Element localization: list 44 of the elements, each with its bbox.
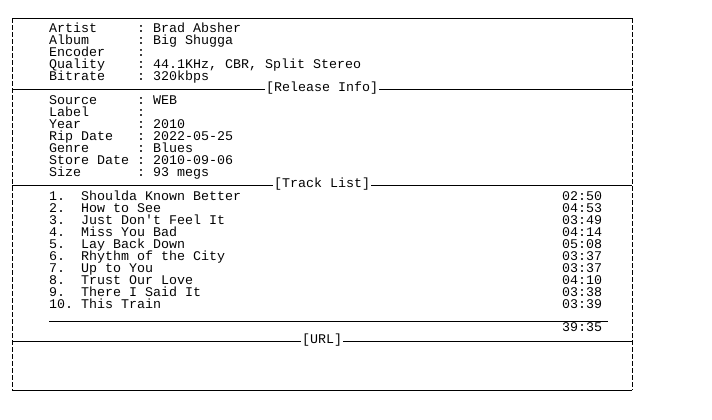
track-title: Rhythm of the City bbox=[81, 252, 225, 264]
field-value: : 44.1KHz, CBR, Split Stereo bbox=[137, 60, 361, 72]
track-number: 1. bbox=[49, 192, 65, 204]
track-number: 5. bbox=[49, 240, 65, 252]
track-title: Shoulda Known Better bbox=[81, 192, 241, 204]
track-number: 8. bbox=[49, 276, 65, 288]
track-number: 3. bbox=[49, 216, 65, 228]
track-duration: 05:08 bbox=[562, 240, 602, 252]
track-number: 2. bbox=[49, 204, 65, 216]
field-value: : WEB bbox=[137, 96, 177, 108]
field-label: Quality bbox=[49, 60, 105, 72]
field-value: : Blues bbox=[137, 144, 193, 156]
track-duration: 03:39 bbox=[562, 300, 602, 312]
field-label: Genre bbox=[49, 144, 89, 156]
track-duration: 04:53 bbox=[562, 204, 602, 216]
track-duration: 03:49 bbox=[562, 216, 602, 228]
track-number: 4. bbox=[49, 228, 65, 240]
section-heading: [URL] bbox=[301, 335, 343, 347]
track-duration: 02:50 bbox=[562, 192, 602, 204]
track-title: Up to You bbox=[81, 264, 153, 276]
field-value: : 2010-09-06 bbox=[137, 156, 233, 168]
track-number: 9. bbox=[49, 288, 65, 300]
field-value: : bbox=[137, 108, 145, 120]
field-label: Size bbox=[49, 168, 81, 180]
section-heading: [Release Info] bbox=[265, 83, 379, 95]
field-value: : Big Shugga bbox=[137, 36, 233, 48]
track-duration: 04:10 bbox=[562, 276, 602, 288]
track-duration: 03:37 bbox=[562, 252, 602, 264]
field-value: : 93 megs bbox=[137, 168, 209, 180]
track-duration: 03:38 bbox=[562, 288, 602, 300]
track-number: 7. bbox=[49, 264, 65, 276]
track-duration: 04:14 bbox=[562, 228, 602, 240]
track-number: 6. bbox=[49, 252, 65, 264]
field-label: Label bbox=[49, 108, 89, 120]
field-label: Bitrate bbox=[49, 72, 105, 84]
total-duration: 39:35 bbox=[562, 323, 602, 335]
field-value: : 2010 bbox=[137, 120, 185, 132]
track-number: 10. bbox=[49, 300, 73, 312]
track-duration: 03:37 bbox=[562, 264, 602, 276]
field-value: : 320kbps bbox=[137, 72, 209, 84]
field-label: Rip Date bbox=[49, 132, 113, 144]
field-value: : bbox=[137, 48, 145, 60]
track-title: This Train bbox=[81, 300, 161, 312]
section-heading: [Track List] bbox=[273, 179, 371, 191]
